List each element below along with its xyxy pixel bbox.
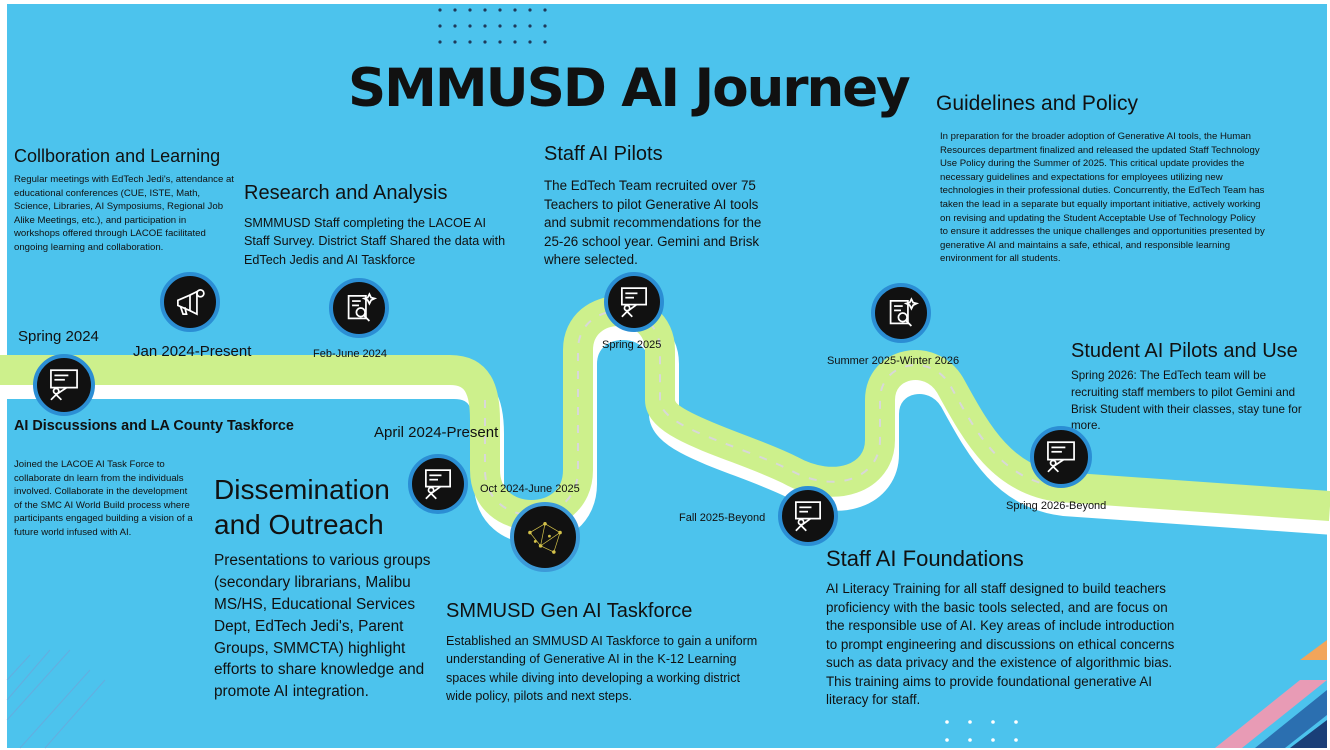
body-taskforce: Established an SMMUSD AI Taskforce to ga… <box>446 634 758 703</box>
date-fall-2025-beyond: Fall 2025-Beyond <box>679 512 766 524</box>
milestone-node-student-pilots <box>1030 426 1092 488</box>
date-feb-june-2024: Feb-June 2024 <box>313 348 387 360</box>
milestone-node-foundations <box>778 486 838 546</box>
body-research: SMMMUSD Staff completing the LACOE AI St… <box>244 216 506 267</box>
heading-research: Research and Analysis <box>244 182 448 204</box>
presentation-board-icon <box>795 501 821 532</box>
presentation-board-icon <box>425 469 451 500</box>
milestone-node-research <box>329 278 389 338</box>
date-april-2024-present: April 2024-Present <box>374 424 499 441</box>
megaphone-gear-icon <box>177 289 205 316</box>
milestone-node-collaboration <box>160 272 220 332</box>
decorative-dot-grid-bottom <box>945 720 1018 742</box>
heading-guidelines: Guidelines and Policy <box>936 92 1138 115</box>
milestone-node-ai-discussions <box>33 354 95 416</box>
heading-student-pilots: Student AI Pilots and Use <box>1071 340 1298 362</box>
date-jan-2024-present: Jan 2024-Present <box>133 343 252 360</box>
milestone-node-dissemination <box>408 454 468 514</box>
heading-taskforce: SMMUSD Gen AI Taskforce <box>446 600 693 622</box>
heading-staff-pilots: Staff AI Pilots <box>544 143 663 165</box>
heading-collaboration: Collboration and Learning <box>14 146 221 166</box>
date-spring-2026-beyond: Spring 2026-Beyond <box>1006 500 1107 512</box>
date-spring-2025: Spring 2025 <box>602 339 662 351</box>
body-dissemination: Presentations to various groups (seconda… <box>214 552 431 701</box>
decorative-dot-grid-top <box>438 8 547 44</box>
date-summer-2025-winter-2026: Summer 2025-Winter 2026 <box>827 355 960 367</box>
body-guidelines: In preparation for the broader adoption … <box>940 131 1265 265</box>
body-student-pilots: Spring 2026: The EdTech team will be rec… <box>1071 369 1302 433</box>
milestone-node-guidelines <box>871 283 931 343</box>
decorative-grid-lines <box>6 649 106 749</box>
milestone-node-staff-pilots <box>604 272 664 332</box>
page-title: SMMUSD AI Journey <box>348 58 911 119</box>
neural-network-icon <box>528 521 562 554</box>
road-lane-dashes <box>484 310 1061 516</box>
date-spring-2024: Spring 2024 <box>18 328 99 345</box>
presentation-board-icon <box>621 287 647 318</box>
body-foundations: AI Literacy Training for all staff desig… <box>826 581 1175 707</box>
document-search-icon <box>347 292 378 322</box>
date-oct-2024-june-2025: Oct 2024-June 2025 <box>480 483 580 495</box>
decorative-corner-stripes <box>1215 640 1327 748</box>
document-search-icon <box>889 297 920 327</box>
heading-ai-discussions: AI Discussions and LA County Taskforce <box>14 418 294 434</box>
presentation-board-icon <box>1047 441 1075 473</box>
presentation-board-icon <box>50 369 78 401</box>
milestone-node-taskforce <box>510 502 580 572</box>
body-ai-discussions: Joined the LACOE AI Task Force to collab… <box>14 459 193 539</box>
body-collaboration: Regular meetings with EdTech Jedi's, att… <box>14 174 234 254</box>
heading-foundations: Staff AI Foundations <box>826 546 1024 571</box>
body-staff-pilots: The EdTech Team recruited over 75 Teache… <box>544 178 762 267</box>
heading-dissemination: Dissemination and Outreach <box>214 474 390 540</box>
